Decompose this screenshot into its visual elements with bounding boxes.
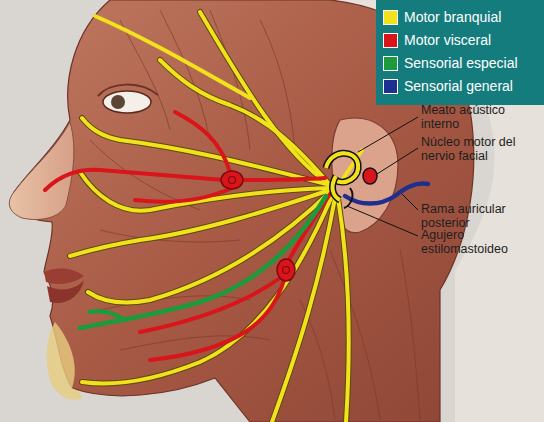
submandibular-branch — [150, 280, 284, 360]
stylomastoid-outline — [344, 188, 352, 208]
ganglion-core — [283, 267, 290, 274]
nose — [9, 122, 74, 219]
buccal-branch — [88, 192, 330, 302]
branch-outline — [338, 198, 349, 422]
muscle-fiber — [400, 250, 420, 420]
muscle-fiber — [330, 250, 380, 420]
legend-swatch — [383, 56, 398, 71]
chin-bone — [47, 322, 82, 400]
iris — [111, 95, 125, 109]
lacrimal-branch — [175, 112, 230, 172]
branch-outlines — [70, 12, 349, 422]
motor-nucleus — [363, 168, 377, 184]
ganglia — [221, 171, 295, 281]
lower-lip — [47, 280, 84, 303]
muscle-fiber — [160, 10, 210, 140]
submandibular-ganglion — [277, 259, 295, 281]
anatomy-label: Meato acústico interno — [421, 104, 539, 131]
green-branches — [80, 196, 326, 328]
legend-entry: Motor branquial — [383, 8, 501, 26]
petrosal-nerve — [240, 178, 325, 180]
leader-line — [347, 206, 418, 236]
anatomy-label: Rama auricular posterior — [421, 203, 543, 230]
frontal-branch — [95, 16, 250, 98]
legend-entry: Sensorial general — [383, 77, 513, 95]
legend-text: Sensorial general — [404, 78, 513, 94]
upper-lip — [44, 269, 84, 284]
general-sensory-branch — [345, 184, 428, 204]
inner-ear-course — [326, 153, 377, 208]
legend-swatch — [383, 33, 398, 48]
chorda-tympani — [80, 196, 326, 328]
branch-lines — [70, 12, 362, 422]
legend-entry: Motor visceral — [383, 31, 491, 49]
geniculate-outline — [326, 153, 358, 182]
lingual-twig — [90, 311, 125, 320]
yellow-branches — [70, 12, 362, 422]
red-branches — [45, 112, 330, 360]
legend-text: Sensorial especial — [404, 55, 518, 71]
muscle-fiber — [120, 20, 170, 130]
eye — [103, 91, 151, 113]
legend-text: Motor visceral — [404, 32, 491, 48]
leader-line — [402, 194, 418, 210]
chorda-branch — [288, 194, 330, 262]
leader-line — [377, 148, 418, 174]
anatomy-label: Agujero estilomastoideo — [421, 229, 543, 256]
leader-lines — [347, 117, 418, 236]
eyelid — [98, 85, 158, 96]
temporal-branch — [160, 60, 330, 185]
facial-canal — [333, 176, 340, 200]
zygomatic-branch — [82, 118, 330, 185]
sublingual-branch — [140, 276, 283, 332]
legend-text: Motor branquial — [404, 9, 501, 25]
geniculate-loop — [326, 153, 358, 182]
facial-canal-outline — [333, 176, 340, 200]
muscle-fiber — [120, 336, 270, 350]
ganglion-core — [229, 177, 236, 184]
legend-box: Motor branquialMotor visceralSensorial e… — [376, 0, 544, 105]
leader-line — [358, 117, 418, 152]
nasal-branch — [45, 170, 224, 190]
legend-swatch — [383, 10, 398, 25]
cervical-branch — [338, 198, 349, 422]
palatine-branch — [135, 188, 232, 202]
legend-swatch — [383, 79, 398, 94]
pterygopalatine-ganglion — [221, 171, 243, 189]
legend-entry: Sensorial especial — [383, 54, 518, 72]
anatomy-label: Núcleo motor del nervio facial — [421, 136, 539, 163]
